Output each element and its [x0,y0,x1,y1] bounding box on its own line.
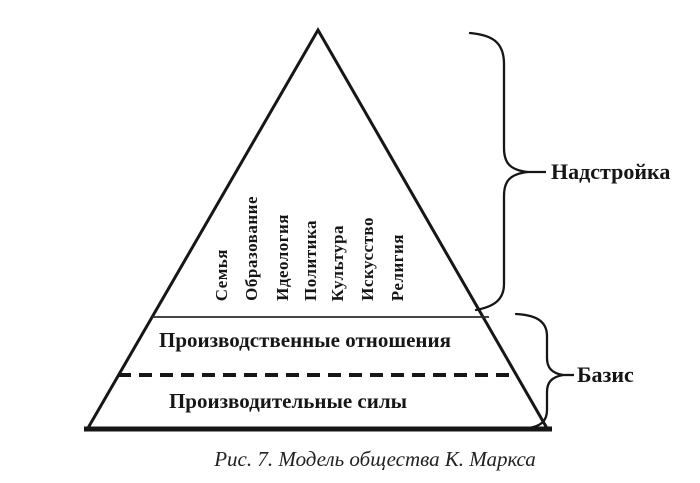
superstructure-label: Надстройка [551,159,671,184]
superstructure-item-politics: Политика [301,219,320,301]
figure-caption: Рис. 7. Модель общества К. Маркса [214,447,536,471]
superstructure-brace [468,31,529,312]
relations-layer-label: Производственные отношения [159,328,451,352]
superstructure-item-education: Образование [242,196,261,301]
superstructure-item-religion: Религия [388,233,407,301]
superstructure-item-culture: Культура [328,224,347,301]
superstructure-item-art: Искусство [358,217,377,301]
superstructure-item-ideology: Идеология [273,214,292,301]
base-brace [514,312,564,430]
superstructure-item-family: Семья [212,248,231,301]
forces-layer-label: Производительные силы [168,389,408,413]
base-label: Базис [577,362,634,387]
